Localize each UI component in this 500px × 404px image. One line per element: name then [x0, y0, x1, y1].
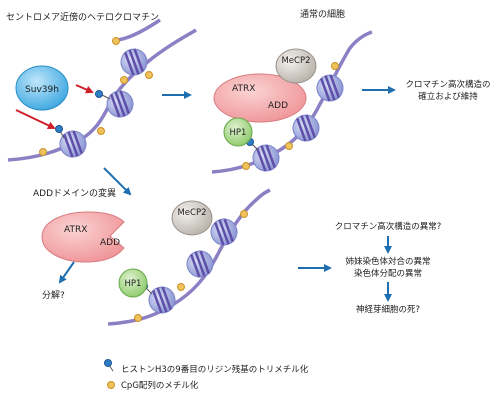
nucleosome	[186, 250, 214, 278]
legend-cpg-symbol	[107, 381, 115, 389]
mutant-add-label: ADD	[100, 238, 120, 248]
cpg-methyl-mark	[97, 127, 105, 135]
legend: ヒストンH3の9番目のリジン残基のトリメチル化 CpG配列のメチル化	[104, 359, 309, 391]
nucleosome	[252, 144, 280, 172]
mutant-atrx-label: ATRX	[64, 225, 87, 235]
cpg-methyl-mark	[177, 283, 185, 291]
cpg-methyl-mark	[285, 142, 293, 150]
outcome-normal-line1: クロマチン高次構造の	[405, 79, 490, 90]
heading-add-mutation: ADDドメインの変異	[33, 187, 116, 199]
nucleosome	[292, 114, 320, 142]
chromatin-panel-normal: ATRX ADD MeCP2 HP1	[211, 30, 373, 174]
heading-heterochromatin: セントロメア近傍のヘテロクロマチン	[6, 11, 159, 23]
hp1-label: HP1	[125, 279, 142, 289]
flow-arrow	[103, 167, 132, 196]
outcome-normal-line2: 確立および維持	[418, 91, 478, 102]
nucleosome	[210, 218, 238, 246]
cpg-methyl-mark	[39, 148, 47, 156]
nucleosome	[120, 48, 148, 76]
suv39h-enzyme: Suv39h	[15, 65, 69, 111]
atrx-protein: ATRX ADD	[213, 73, 307, 123]
cpg-methyl-mark	[145, 71, 153, 79]
cpg-methyl-mark	[242, 162, 250, 170]
hp1-protein: HP1	[118, 268, 148, 298]
add-domain-label: ADD	[268, 101, 288, 111]
chromatin-panel-top-left: Suv39h	[7, 18, 197, 162]
cpg-methyl-mark	[112, 37, 120, 45]
mecp2-protein: MeCP2	[275, 48, 317, 84]
hp1-label: HP1	[230, 128, 247, 138]
degradation-label: 分解?	[42, 289, 65, 301]
h3k9-methyl-mark	[55, 125, 65, 139]
chromatin-panel-mutant: MeCP2 HP1	[107, 188, 271, 326]
h3k9-methyl-mark	[95, 90, 111, 100]
hp1-protein: HP1	[223, 117, 253, 147]
red-arrow	[75, 84, 94, 94]
nucleosome	[148, 286, 176, 314]
dna-strand	[117, 18, 161, 42]
legend-h3-text: ヒストンH3の9番目のリジン残基のトリメチル化	[121, 364, 309, 375]
nucleosome	[106, 90, 134, 118]
cpg-methyl-mark	[120, 76, 128, 84]
flow-arrow	[58, 261, 75, 284]
red-arrow	[15, 109, 56, 130]
sister-chromatid-label: 姉妹染色体対合の異常	[345, 256, 430, 267]
segregation-label: 染色体分配の異常	[354, 268, 422, 279]
legend-cpg-text: CpG配列のメチル化	[121, 380, 199, 391]
atrx-label: ATRX	[232, 84, 255, 94]
cpg-methyl-mark	[240, 210, 248, 218]
nucleosome	[59, 130, 87, 158]
nucleosome	[316, 74, 344, 102]
mecp2-protein: MeCP2	[171, 200, 213, 236]
legend-h3-symbol	[104, 359, 114, 372]
suv39h-label: Suv39h	[25, 85, 59, 95]
abnormal-chromatin-label: クロマチン高次構造の異常?	[335, 221, 442, 232]
heading-normal-cell: 通常の細胞	[300, 8, 345, 20]
cpg-methyl-mark	[331, 62, 339, 70]
mecp2-label: MeCP2	[281, 56, 310, 66]
neuroblast-death-label: 神経芽細胞の死?	[356, 304, 420, 315]
mutant-atrx-protein: ATRX ADD	[41, 211, 125, 263]
cpg-methyl-mark	[134, 314, 142, 322]
mecp2-label: MeCP2	[177, 208, 206, 218]
